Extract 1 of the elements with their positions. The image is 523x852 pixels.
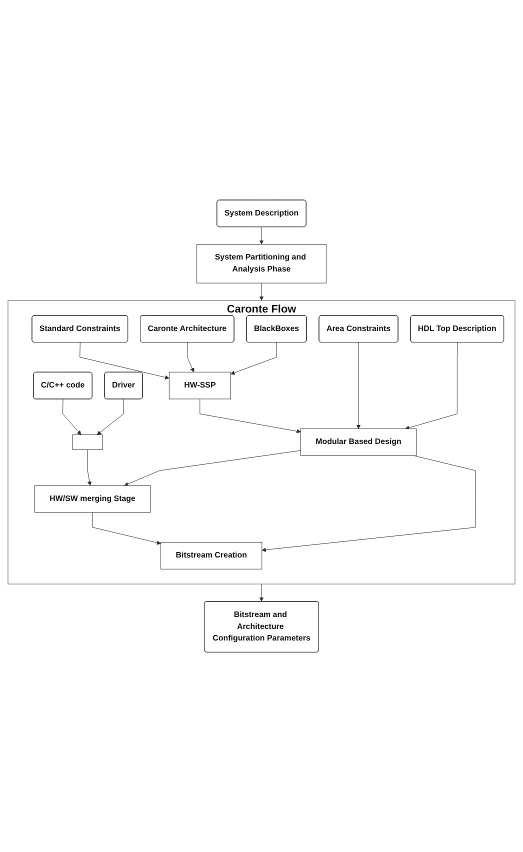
node-box bbox=[72, 434, 103, 450]
